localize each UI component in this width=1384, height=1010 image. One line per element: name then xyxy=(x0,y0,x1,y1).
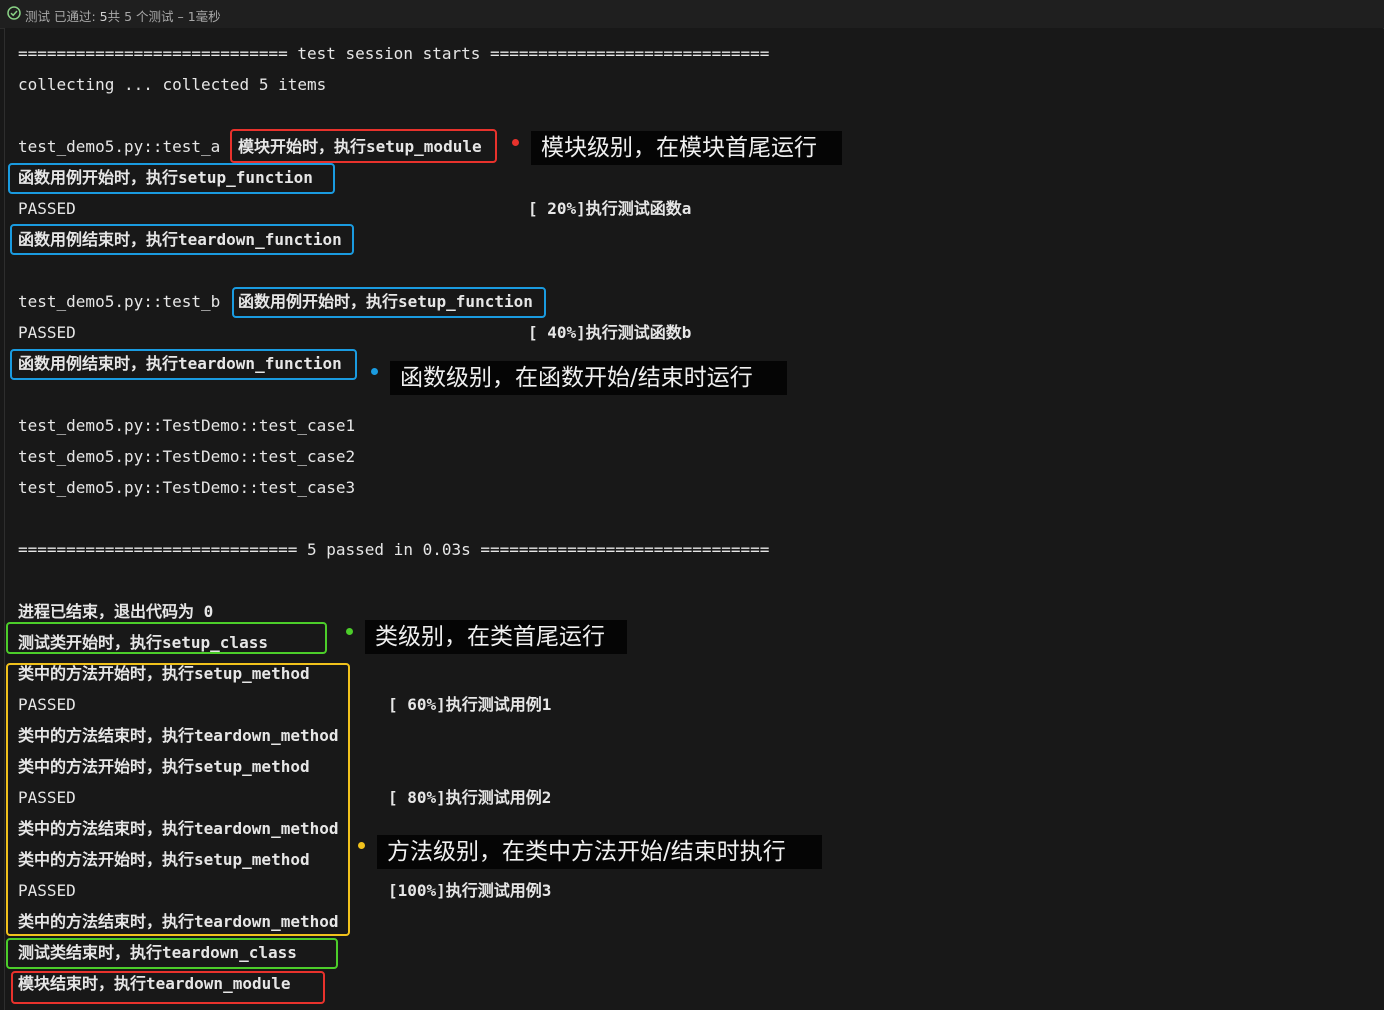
method-annotation: 方法级别，在类中方法开始/结束时执行 xyxy=(377,835,822,869)
setup-module-label: 模块开始时，执行setup_module xyxy=(238,137,482,156)
session-start-line: ============================ test sessio… xyxy=(18,44,770,63)
method-group-box xyxy=(6,663,350,936)
status-detail: 共 5 个测试 – 1毫秒 xyxy=(107,9,221,24)
module-marker-dot xyxy=(512,139,519,146)
setup-module-box xyxy=(230,129,497,163)
progress-a: [ 20%]执行测试函数a xyxy=(528,199,692,218)
setup-function-label-b: 函数用例开始时，执行setup_function xyxy=(238,292,533,311)
teardown-method-label-3: 类中的方法结束时，执行teardown_method xyxy=(18,912,339,931)
teardown-function-box-a xyxy=(10,224,354,255)
test-status-bar: 测试 已通过: 5共 5 个测试 – 1毫秒 xyxy=(0,0,1384,29)
test-status-text: 测试 已通过: 5共 5 个测试 – 1毫秒 xyxy=(25,6,221,25)
summary-line: ============================= 5 passed i… xyxy=(18,540,770,559)
setup-method-label-2: 类中的方法开始时，执行setup_method xyxy=(18,757,310,776)
teardown-method-label-1: 类中的方法结束时，执行teardown_method xyxy=(18,726,339,745)
process-end-line: 进程已结束，退出代码为 0 xyxy=(18,602,214,621)
function-marker-dot xyxy=(371,368,378,375)
teardown-function-label-a: 函数用例结束时，执行teardown_function xyxy=(18,230,342,249)
collecting-line: collecting ... collected 5 items xyxy=(18,75,327,94)
setup-class-box xyxy=(6,622,327,654)
passed-case1: PASSED xyxy=(18,695,76,714)
teardown-module-box xyxy=(11,971,325,1004)
test-case2-name: test_demo5.py::TestDemo::test_case2 xyxy=(18,447,356,466)
status-prefix: 测试 已通过: xyxy=(25,9,96,24)
passed-case2: PASSED xyxy=(18,788,76,807)
progress-case3: [100%]执行测试用例3 xyxy=(388,881,552,900)
passed-case3: PASSED xyxy=(18,881,76,900)
test-case1-name: test_demo5.py::TestDemo::test_case1 xyxy=(18,416,356,435)
teardown-class-label: 测试类结束时，执行teardown_class xyxy=(18,943,297,962)
test-case3-name: test_demo5.py::TestDemo::test_case3 xyxy=(18,478,356,497)
progress-case2: [ 80%]执行测试用例2 xyxy=(388,788,552,807)
setup-function-box-b xyxy=(232,287,546,318)
setup-method-label-1: 类中的方法开始时，执行setup_method xyxy=(18,664,310,683)
method-marker-dot xyxy=(358,842,365,849)
teardown-module-label: 模块结束时，执行teardown_module xyxy=(18,974,291,993)
progress-b: [ 40%]执行测试函数b xyxy=(528,323,692,342)
passed-b: PASSED xyxy=(18,323,76,342)
teardown-class-box xyxy=(6,938,338,969)
check-circle-icon xyxy=(7,6,21,20)
class-annotation: 类级别，在类首尾运行 xyxy=(365,620,627,654)
teardown-function-label-b: 函数用例结束时，执行teardown_function xyxy=(18,354,342,373)
teardown-function-box-b xyxy=(10,349,357,380)
setup-function-label-a: 函数用例开始时，执行setup_function xyxy=(18,168,313,187)
module-annotation: 模块级别，在模块首尾运行 xyxy=(531,131,842,165)
setup-class-label: 测试类开始时，执行setup_class xyxy=(18,633,268,652)
function-annotation: 函数级别，在函数开始/结束时运行 xyxy=(390,361,787,395)
teardown-method-label-2: 类中的方法结束时，执行teardown_method xyxy=(18,819,339,838)
passed-count: 5 xyxy=(99,9,108,24)
class-marker-dot xyxy=(346,628,353,635)
progress-case1: [ 60%]执行测试用例1 xyxy=(388,695,552,714)
test-a-name: test_demo5.py::test_a xyxy=(18,137,221,156)
setup-function-box-a xyxy=(8,163,335,194)
setup-method-label-3: 类中的方法开始时，执行setup_method xyxy=(18,850,310,869)
passed-a: PASSED xyxy=(18,199,76,218)
test-b-name: test_demo5.py::test_b xyxy=(18,292,221,311)
